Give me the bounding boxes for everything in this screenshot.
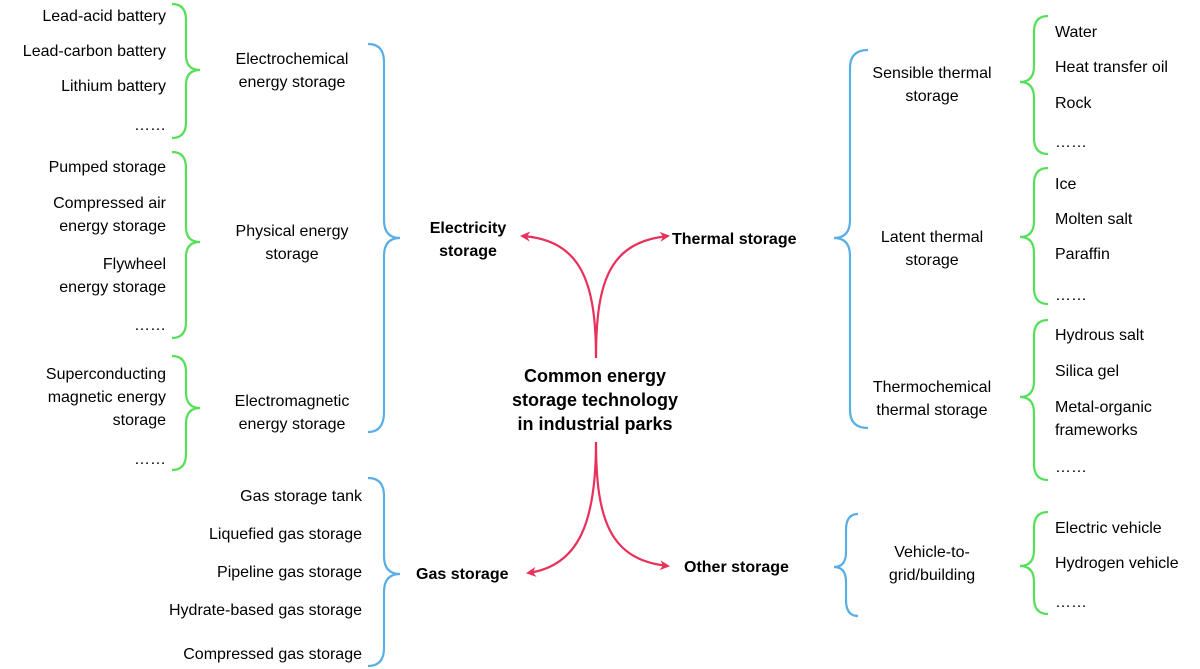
item-ellipsis: …… (1055, 134, 1087, 151)
thermochemical-line: thermal storage (876, 402, 988, 419)
brace-sensible (1019, 14, 1049, 156)
item-hydrate-gas: Hydrate-based gas storage (169, 602, 362, 619)
item-pumped: Pumped storage (48, 159, 166, 176)
item-liquefied-gas: Liquefied gas storage (209, 526, 362, 543)
electromagnetic-label: Electromagnetic energy storage (212, 390, 372, 436)
sensible-label: Sensible thermal storage (852, 62, 1012, 108)
item-ellipsis: …… (134, 117, 166, 134)
arrow-to-electricity (520, 231, 598, 359)
item-rock: Rock (1055, 95, 1092, 112)
thermochemical-line: Thermochemical (872, 379, 992, 396)
latent-line: Latent thermal (880, 229, 984, 246)
electricity-title-line: Electricity (429, 220, 507, 237)
brace-electromagnetic (171, 354, 201, 472)
item-water: Water (1055, 24, 1098, 41)
brace-v2g (1019, 510, 1049, 616)
item-lithium: Lithium battery (61, 78, 166, 95)
arrow-to-other (594, 441, 670, 571)
electrochemical-line: energy storage (238, 74, 346, 91)
sensible-line: Sensible thermal (872, 65, 992, 82)
item-ellipsis: …… (134, 317, 166, 334)
item-mof-2: frameworks (1055, 422, 1138, 439)
physical-line: storage (265, 246, 319, 263)
v2g-line: Vehicle-to- (894, 544, 970, 561)
thermochemical-label: Thermochemical thermal storage (852, 376, 1012, 422)
other-storage-title: Other storage (684, 559, 789, 576)
electromagnetic-line: energy storage (238, 416, 346, 433)
item-ellipsis: …… (1055, 287, 1087, 304)
item-hydrous-salt: Hydrous salt (1055, 327, 1144, 344)
brace-latent (1019, 166, 1049, 306)
item-ellipsis: …… (1055, 459, 1087, 476)
item-lead-acid: Lead-acid battery (42, 8, 166, 25)
center-title-line: storage technology (511, 390, 679, 410)
item-ellipsis: …… (1055, 594, 1087, 611)
item-lead-carbon: Lead-carbon battery (22, 43, 166, 60)
brace-thermochemical (1019, 318, 1049, 482)
item-electric-vehicle: Electric vehicle (1055, 520, 1162, 537)
brace-gas (367, 476, 401, 668)
item-flywheel-2: energy storage (59, 279, 166, 296)
physical-line: Physical energy (235, 223, 349, 240)
arrow-to-thermal (594, 231, 670, 359)
item-ice: Ice (1055, 176, 1077, 193)
electromagnetic-line: Electromagnetic (234, 393, 350, 410)
item-compressed-air: Compressed air (53, 195, 166, 212)
brace-electricity (367, 42, 401, 434)
arrow-to-gas (526, 441, 598, 577)
item-compressed-air-2: energy storage (59, 218, 166, 235)
electricity-storage-title: Electricity storage (408, 217, 528, 263)
gas-storage-title: Gas storage (416, 566, 509, 583)
brace-electrochemical (171, 2, 201, 140)
electrochemical-label: Electrochemical energy storage (212, 48, 372, 94)
thermal-storage-title: Thermal storage (672, 231, 797, 248)
item-pipeline-gas: Pipeline gas storage (217, 564, 362, 581)
center-title: Common energy storage technology in indu… (490, 364, 700, 436)
item-superconducting-2: magnetic energy (47, 389, 166, 406)
item-gas-tank: Gas storage tank (240, 488, 362, 505)
latent-label: Latent thermal storage (852, 226, 1012, 272)
electricity-title-line: storage (439, 243, 497, 260)
latent-line: storage (905, 252, 959, 269)
v2g-label: Vehicle-to- grid/building (852, 541, 1012, 587)
item-hydrogen-vehicle: Hydrogen vehicle (1055, 555, 1179, 572)
item-superconducting-3: storage (112, 412, 166, 429)
item-mof: Metal-organic (1055, 399, 1152, 416)
item-compressed-gas: Compressed gas storage (183, 646, 362, 663)
center-title-line: in industrial parks (517, 414, 673, 434)
brace-thermal (833, 48, 869, 430)
sensible-line: storage (905, 88, 959, 105)
item-molten-salt: Molten salt (1055, 211, 1133, 228)
item-flywheel: Flywheel (102, 256, 166, 273)
item-superconducting: Superconducting (45, 366, 166, 383)
item-ellipsis: …… (134, 451, 166, 468)
brace-other (833, 512, 859, 618)
v2g-line: grid/building (888, 567, 976, 584)
item-heat-transfer-oil: Heat transfer oil (1055, 59, 1168, 76)
brace-physical (171, 150, 201, 340)
physical-label: Physical energy storage (212, 220, 372, 266)
item-silica-gel: Silica gel (1055, 363, 1120, 380)
item-paraffin: Paraffin (1055, 246, 1110, 263)
electrochemical-line: Electrochemical (235, 51, 349, 68)
center-title-line: Common energy (523, 366, 667, 386)
